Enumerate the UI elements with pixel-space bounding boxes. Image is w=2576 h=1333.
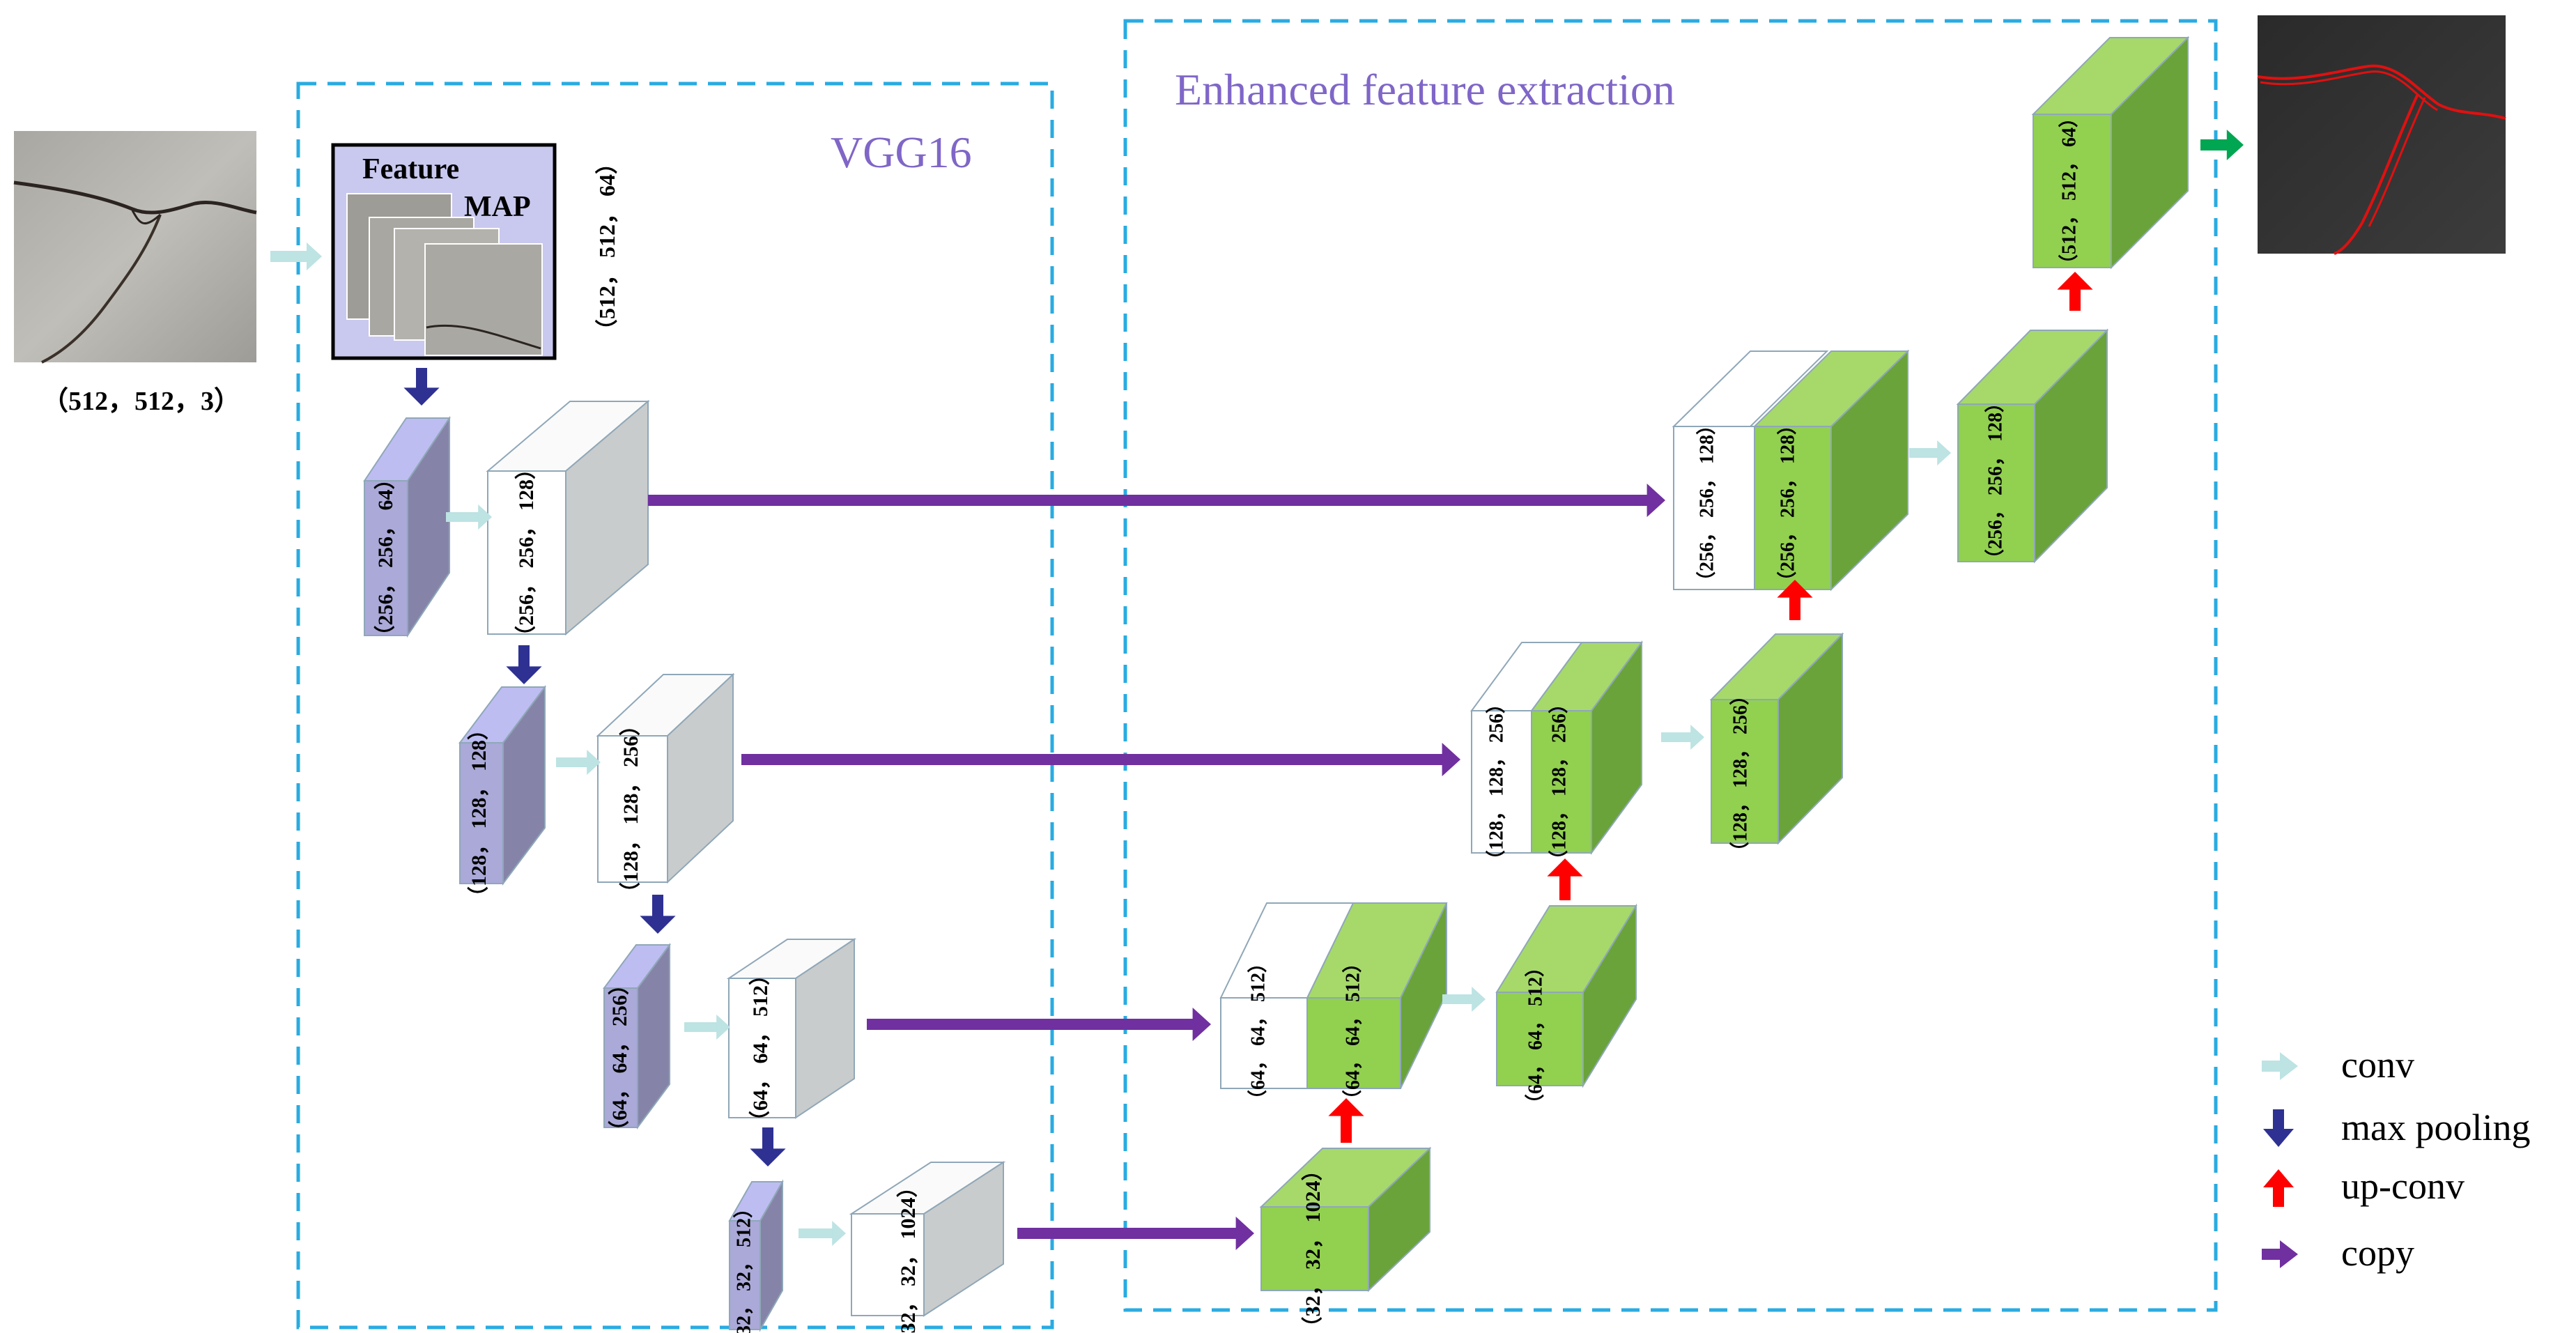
copy-label-256: （256， 256， 128） (1695, 415, 1718, 591)
pool-block-32 (728, 1179, 784, 1332)
legend-label: copy (2341, 1232, 2414, 1274)
conv-arrow-128 (556, 750, 601, 775)
copy-block-256-face (1673, 426, 1755, 590)
conv-block-out-256 (1956, 328, 2109, 564)
conv-arrow-dec-256 (1909, 440, 1951, 465)
up-label-64: （64， 64， 512） (1341, 953, 1364, 1109)
pool-label-64: （64， 64， 256） (608, 974, 631, 1141)
copy-label-64: （64， 64， 512） (1246, 953, 1269, 1109)
bottom-label: （32， 32， 1024） (1301, 1160, 1325, 1333)
legend-item-max-pooling: max pooling (2263, 1107, 2530, 1148)
legend-label: max pooling (2341, 1107, 2530, 1148)
legend: conv max pooling up-conv copy (2262, 1044, 2530, 1274)
conv-label-out-128: （128， 128， 256） (1728, 686, 1751, 861)
conv-block-64 (726, 938, 857, 1119)
output-block (2031, 36, 2190, 270)
legend-item-copy: copy (2262, 1232, 2414, 1274)
legend-item-up-conv: up-conv (2263, 1165, 2465, 1207)
conv-arrow-32 (799, 1221, 846, 1246)
feature-map-title-1: Feature (362, 153, 459, 185)
output-arrow (2200, 130, 2244, 160)
conv-block-32 (849, 1161, 1006, 1317)
pool-label-128: （128， 128， 128） (467, 719, 491, 907)
up-arrow-1 (1328, 1098, 1364, 1143)
conv-label-256: （256， 256， 128） (514, 459, 538, 647)
copy-arrow-256 (648, 484, 1665, 517)
enhanced-title: Enhanced feature extraction (1175, 65, 1675, 114)
up-label-128: （128， 128， 256） (1547, 694, 1570, 870)
conv-arrow-256 (446, 504, 492, 530)
conv-block-256 (486, 399, 650, 636)
up-block-128 (1530, 640, 1643, 856)
copy-block-64-face (1220, 997, 1308, 1089)
pool-label-256: （256， 256， 64） (373, 469, 397, 647)
pool-arrow-1 (403, 368, 440, 406)
feature-map (331, 143, 557, 360)
conv-block-out-128 (1709, 632, 1844, 845)
input-shape-label: （512，512，3） (42, 387, 240, 416)
conv-label-out-64: （64， 64， 512） (1523, 957, 1546, 1114)
conv-label-out-256: （256， 256， 128） (1983, 393, 2006, 569)
pool-block-256 (363, 415, 451, 638)
bottom-block (1259, 1146, 1432, 1293)
pool-arrow-3 (640, 895, 676, 934)
arrow-right-icon (2262, 1240, 2298, 1268)
copy-arrow-64 (867, 1008, 1211, 1041)
output-image (2257, 15, 2506, 255)
conv-arrow-input (270, 242, 322, 270)
pool-arrow-2 (506, 645, 542, 684)
output-label: （512， 512， 64） (2057, 108, 2080, 274)
copy-block-128-face (1471, 710, 1532, 854)
legend-label: conv (2341, 1044, 2414, 1086)
input-image (13, 131, 257, 364)
copy-arrow-128 (741, 743, 1460, 776)
conv-label-32: （32， 32， 1024） (896, 1177, 920, 1333)
copy-arrow-32 (1017, 1217, 1254, 1250)
conv-label-64: （64， 64， 512） (748, 964, 772, 1132)
arrow-right-icon (2262, 1052, 2298, 1080)
vgg16-section-frame (296, 82, 1054, 1330)
conv-label-128: （128， 128， 256） (619, 715, 642, 903)
up-label-256: （256， 256， 128） (1775, 415, 1798, 591)
pool-block-128 (458, 685, 546, 886)
feature-map-shape-label: （512， 512， 64） (594, 152, 619, 341)
enhanced-section-frame (1123, 19, 2218, 1312)
pool-arrow-4 (750, 1127, 786, 1166)
labels-layer: （256， 256， 64） （256， 256， 128） （128， 128， … (373, 108, 2081, 1333)
up-arrow-4 (2057, 272, 2093, 311)
up-arrow-3 (1777, 580, 1813, 620)
up-block-256 (1752, 349, 1910, 592)
copy-label-128: （128， 128， 256） (1484, 694, 1507, 870)
vgg16-title: VGG16 (831, 128, 972, 177)
arrow-down-icon (2263, 1109, 2294, 1147)
legend-label: up-conv (2341, 1165, 2465, 1207)
conv-block-128 (596, 672, 735, 884)
arrows-layer (270, 130, 2244, 1250)
up-arrow-2 (1547, 858, 1583, 900)
conv-arrow-64 (684, 1015, 730, 1040)
legend-item-conv: conv (2262, 1044, 2414, 1086)
conv-arrow-dec-64 (1442, 987, 1486, 1012)
conv-arrow-dec-128 (1661, 725, 1704, 750)
feature-map-title-2: MAP (464, 191, 531, 223)
arrow-up-icon (2263, 1169, 2294, 1207)
pool-block-64 (603, 942, 671, 1130)
conv-block-out-64 (1495, 903, 1637, 1088)
blocks-layer (363, 36, 2190, 1332)
pool-label-32: （32， 32， 512） (732, 1199, 755, 1333)
